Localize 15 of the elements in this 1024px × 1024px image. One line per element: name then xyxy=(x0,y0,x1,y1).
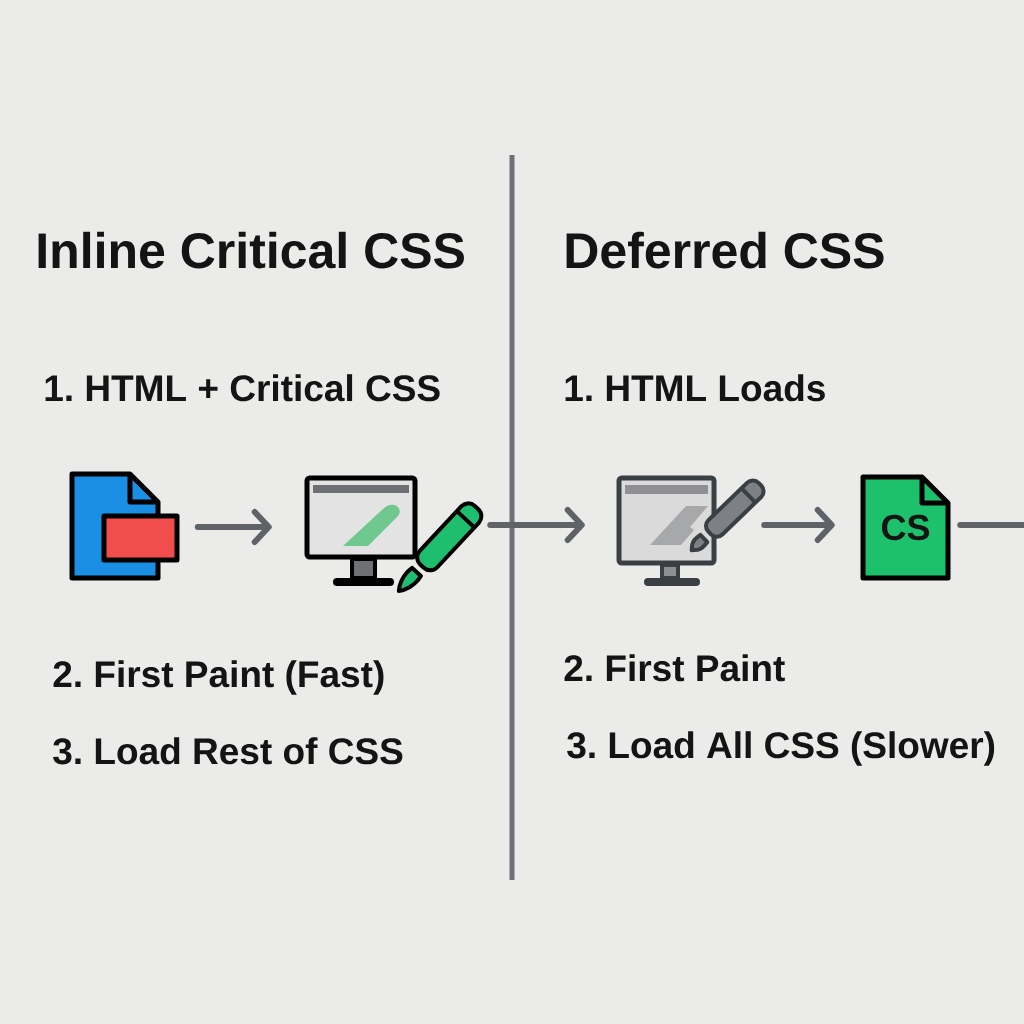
step-label: 1. HTML Loads xyxy=(565,374,825,402)
section-heading: Inline Critical CSS xyxy=(38,231,464,269)
arrow xyxy=(194,509,272,545)
step-label: 2. First Paint (Fast) xyxy=(53,660,384,695)
arrow xyxy=(487,507,585,543)
arrow xyxy=(761,507,835,543)
step-label: 3. Load Rest of CSS xyxy=(53,737,403,765)
line xyxy=(957,522,1024,528)
step-label: 1. HTML + Critical CSS xyxy=(45,374,440,402)
step-label: 2. First Paint xyxy=(564,654,785,682)
step-label: 3. Load All CSS (Slower) xyxy=(567,731,995,766)
section-heading: Deferred CSS xyxy=(566,231,884,269)
monitor-pen-icon xyxy=(616,475,766,586)
document-icon xyxy=(69,471,180,581)
monitor-pen-icon xyxy=(304,475,484,593)
